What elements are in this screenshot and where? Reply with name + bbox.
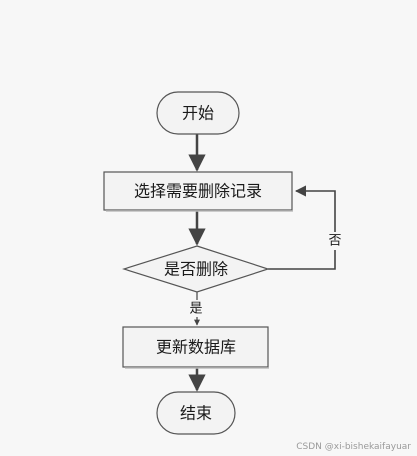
delete-decision-node-label: 是否删除 bbox=[164, 260, 228, 279]
update-database-node-label: 更新数据库 bbox=[156, 338, 236, 357]
end-node bbox=[156, 391, 236, 435]
no-edge-label: 否 bbox=[328, 234, 341, 249]
select-records-node-label: 选择需要删除记录 bbox=[134, 182, 262, 201]
update-database-node bbox=[122, 326, 269, 368]
start-node-label: 开始 bbox=[182, 104, 214, 123]
select-records-node bbox=[103, 171, 293, 211]
start-node bbox=[156, 91, 240, 135]
yes-edge-label: 是 bbox=[189, 302, 202, 317]
delete-decision-node bbox=[122, 245, 270, 293]
yes-label-background bbox=[187, 300, 205, 317]
end-node-label: 结束 bbox=[180, 404, 212, 423]
watermark: CSDN @xi-bishekaifayuar bbox=[296, 442, 411, 452]
edge-decision-no-loop bbox=[268, 185, 336, 270]
no-label-background bbox=[325, 232, 345, 250]
